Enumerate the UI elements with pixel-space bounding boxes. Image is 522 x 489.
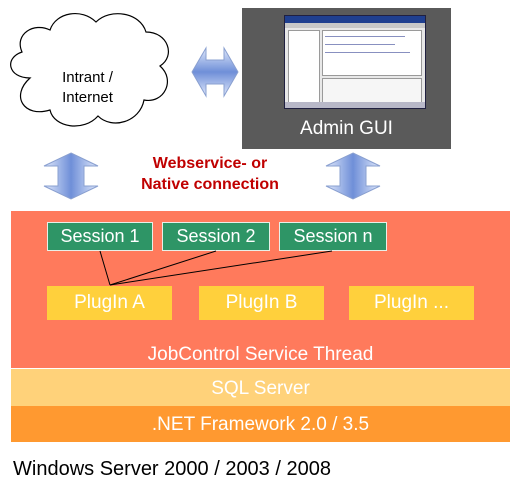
jobcontrol-label: JobControl Service Thread: [147, 344, 374, 365]
admin-gui-label: Admin GUI: [300, 118, 393, 139]
cloud-shape: [10, 13, 169, 127]
os-label: Windows Server 2000 / 2003 / 2008: [13, 458, 331, 480]
cloud-label: Intrant / Internet: [62, 69, 113, 106]
session-box: Session 1: [47, 222, 153, 251]
plugin-box: PlugIn A: [47, 286, 172, 320]
connection-label: Webservice- or Native connection: [141, 155, 279, 193]
sql-server-layer: SQL Server: [11, 369, 510, 406]
dotnet-framework-layer: .NET Framework 2.0 / 3.5: [11, 406, 510, 442]
vertical-double-arrow-icon: [43, 152, 99, 200]
admin-gui-screenshot: [284, 15, 426, 109]
session-box: Session 2: [162, 222, 270, 251]
double-arrow-icon: [191, 46, 239, 98]
vertical-double-arrow-icon: [325, 152, 381, 200]
plugin-box: PlugIn B: [199, 286, 324, 320]
plugin-box: PlugIn ...: [349, 286, 474, 320]
session-box: Session n: [279, 222, 387, 251]
